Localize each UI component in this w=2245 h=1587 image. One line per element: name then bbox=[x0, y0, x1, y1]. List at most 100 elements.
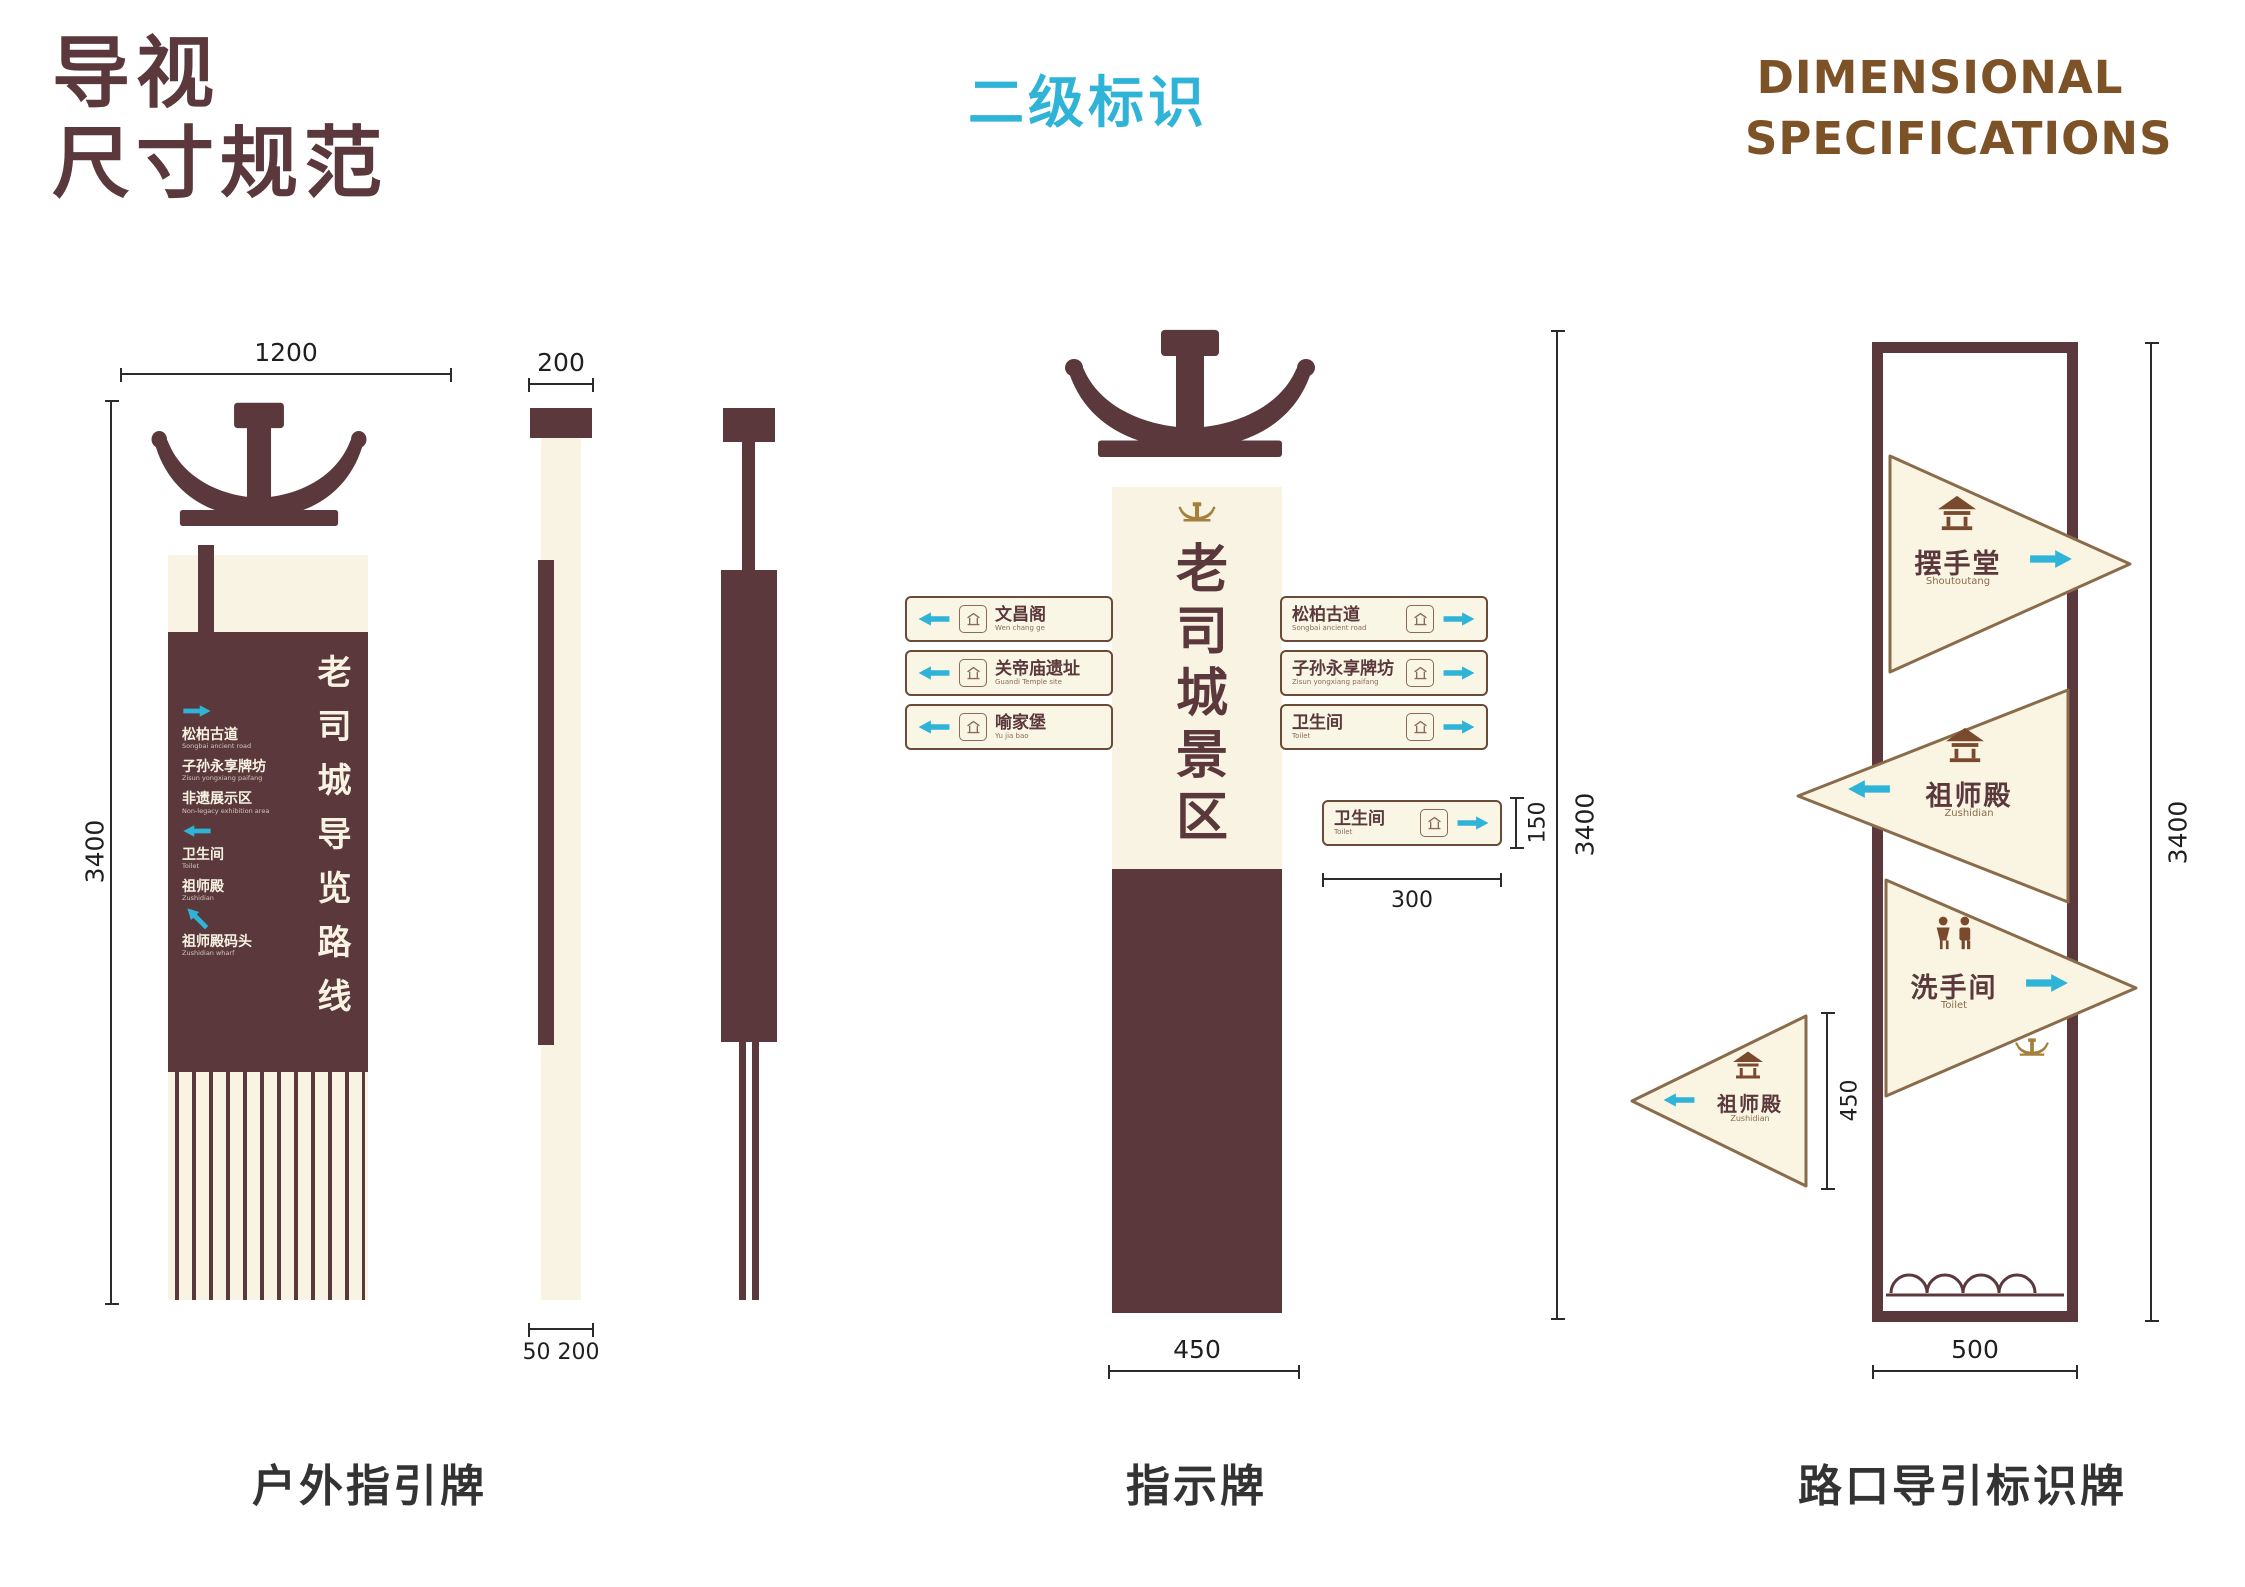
pillar-width-dim-label: 450 bbox=[1173, 1335, 1221, 1364]
directory-item-label: 祖师殿 bbox=[182, 878, 224, 895]
blade-guandimiao: 关帝庙遗址 Guandi Temple site bbox=[905, 650, 1113, 696]
junction-width-dim-label: 500 bbox=[1951, 1335, 1999, 1364]
laosicheng-logo-icon bbox=[2012, 1034, 2052, 1064]
triangle-label: 洗手间 bbox=[1910, 973, 1998, 1004]
poi-icon bbox=[1420, 809, 1448, 837]
profile-cap bbox=[723, 408, 775, 442]
blade-zisunyongxiang: 子孙永享牌坊 Zisun yongxiang paifang bbox=[1280, 650, 1488, 696]
directory-item-sub: Non-legacy exhibition area bbox=[182, 806, 270, 815]
triangle-sub: Zushidian bbox=[1730, 1114, 1770, 1123]
pillar-width-dim-line bbox=[1108, 1365, 1300, 1379]
page-title: 导视 尺寸规范 bbox=[52, 29, 389, 209]
blade-text: 松柏古道 Songbai ancient road bbox=[1292, 606, 1398, 632]
outdoor-width-dim-label: 1200 bbox=[254, 338, 318, 367]
arrow-left-icon bbox=[917, 611, 951, 627]
directory-item: 卫生间 Toilet bbox=[182, 847, 310, 870]
poi-icon bbox=[1406, 713, 1434, 741]
directory-item-sub: Toilet bbox=[182, 861, 200, 870]
blade-text: 文昌阁 Wen chang ge bbox=[995, 606, 1101, 632]
triangle-sub: Zushidian bbox=[1944, 808, 1994, 819]
junction-height-dim-line bbox=[2145, 342, 2159, 1322]
triangle-shape bbox=[1884, 878, 2138, 1098]
arrow-left-icon bbox=[917, 719, 951, 735]
directory-item-label: 祖师殿码头 bbox=[182, 934, 252, 951]
blade-sub: Guandi Temple site bbox=[995, 677, 1062, 686]
blade-wenchangge: 文昌阁 Wen chang ge bbox=[905, 596, 1113, 642]
blade-width-dim-line bbox=[1322, 873, 1502, 887]
pillar-title: 老司城景区 bbox=[1166, 541, 1227, 851]
outdoor-height-dim-line bbox=[105, 400, 119, 1305]
arrow-right-icon bbox=[2024, 972, 2070, 994]
poi-icon bbox=[959, 605, 987, 633]
outdoor-width-dim-line bbox=[120, 368, 452, 382]
blade-width-dim-label: 300 bbox=[1391, 888, 1433, 913]
blade-label: 喻家堡 bbox=[995, 712, 1046, 733]
blade-height-dim-label: 150 bbox=[1525, 801, 1551, 844]
triangle-sample-zushidian: 祖师殿 Zushidian bbox=[1618, 1008, 1814, 1194]
blade-text: 子孙永享牌坊 Zisun yongxiang paifang bbox=[1292, 660, 1398, 686]
blade-height-dim-line bbox=[1510, 797, 1524, 849]
page-title-en-line2: SPECIFICATIONS bbox=[1745, 111, 2173, 165]
directory-item-sub: Songbai ancient road bbox=[182, 742, 252, 751]
outdoor-height-dim-label: 3400 bbox=[80, 819, 110, 884]
triangle-sign-zushidian: 祖师殿 Zushidian bbox=[1786, 682, 2076, 910]
blade-text: 关帝庙遗址 Guandi Temple site bbox=[995, 660, 1101, 686]
pillar-height-dim-line bbox=[1551, 330, 1565, 1320]
triangle-sub: Toilet bbox=[1940, 1000, 1968, 1011]
triangle-label: 摆手堂 bbox=[1914, 549, 2002, 580]
side-view-cap bbox=[530, 408, 592, 438]
side-bottom-dim-line bbox=[528, 1323, 594, 1337]
junction-width-dim-line bbox=[1872, 1365, 2078, 1379]
blade-label: 子孙永享牌坊 bbox=[1292, 658, 1394, 679]
profile-post bbox=[742, 442, 755, 572]
pavilion-icon bbox=[1942, 726, 1988, 764]
blade-sample-toilet: 卫生间 Toilet bbox=[1322, 800, 1502, 846]
directory-item-sub: Zushidian bbox=[182, 894, 214, 903]
triangle-sub: Shoutoutang bbox=[1925, 576, 1991, 587]
blade-sub: Toilet bbox=[1334, 827, 1353, 836]
caption-junction-sign: 路口导引标识牌 bbox=[1798, 1461, 2127, 1512]
pavilion-icon bbox=[1730, 1050, 1766, 1080]
directory-item: 子孙永享牌坊 Zisun yongxiang paifang bbox=[182, 759, 310, 782]
pillar-head: 老司城景区 bbox=[1112, 487, 1282, 869]
cloud-pattern bbox=[1886, 1273, 2064, 1297]
directory-item-sub: Zushidian wharf bbox=[182, 949, 235, 958]
slat-pattern bbox=[175, 1072, 365, 1300]
blade-sub: Wen chang ge bbox=[995, 623, 1045, 632]
side-view-panel-edge bbox=[538, 560, 554, 1045]
arrow-left-icon bbox=[917, 665, 951, 681]
profile-panel bbox=[721, 570, 777, 1042]
triangle-shape bbox=[1888, 454, 2132, 674]
horn-ornament-icon bbox=[1040, 325, 1340, 490]
triangle-shape bbox=[1796, 688, 2070, 904]
blade-label: 文昌阁 bbox=[995, 604, 1046, 625]
directory-item: 祖师殿 Zushidian bbox=[182, 879, 310, 902]
blade-text: 卫生间 Toilet bbox=[1334, 810, 1412, 836]
directory-item: 非遗展示区 Non-legacy exhibition area bbox=[182, 791, 310, 814]
arrow-right-icon bbox=[1442, 611, 1476, 627]
poi-icon bbox=[1406, 659, 1434, 687]
page-title-line1: 导视 bbox=[52, 29, 221, 119]
directory-item-sub: Zisun yongxiang paifang bbox=[182, 774, 263, 783]
poi-icon bbox=[959, 713, 987, 741]
blade-label: 松柏古道 bbox=[1292, 604, 1360, 625]
blade-text: 卫生间 Toilet bbox=[1292, 714, 1398, 740]
pillar-base bbox=[1112, 869, 1282, 1313]
caption-direction-sign: 指示牌 bbox=[1126, 1461, 1267, 1512]
arrow-right-icon bbox=[2028, 548, 2074, 570]
blade-label: 卫生间 bbox=[1292, 712, 1343, 733]
triangle-shape bbox=[1630, 1014, 1808, 1188]
triangle-sign-baishoutang: 摆手堂 Shoutoutang bbox=[1882, 448, 2138, 680]
pillar-height-dim-label: 3400 bbox=[1570, 792, 1600, 857]
arrow-right-icon bbox=[182, 704, 212, 718]
directory-item: 松柏古道 Songbai ancient road bbox=[182, 727, 310, 750]
profile-leg bbox=[752, 1042, 759, 1300]
page-title-line2: 尺寸规范 bbox=[52, 118, 389, 209]
directory-item: 祖师殿码头 Zushidian wharf bbox=[182, 934, 310, 957]
pavilion-icon bbox=[1934, 494, 1980, 532]
arrow-right-icon bbox=[1442, 719, 1476, 735]
arrow-right-icon bbox=[1442, 665, 1476, 681]
poi-icon bbox=[959, 659, 987, 687]
triangle-label: 祖师殿 bbox=[1925, 781, 2013, 812]
